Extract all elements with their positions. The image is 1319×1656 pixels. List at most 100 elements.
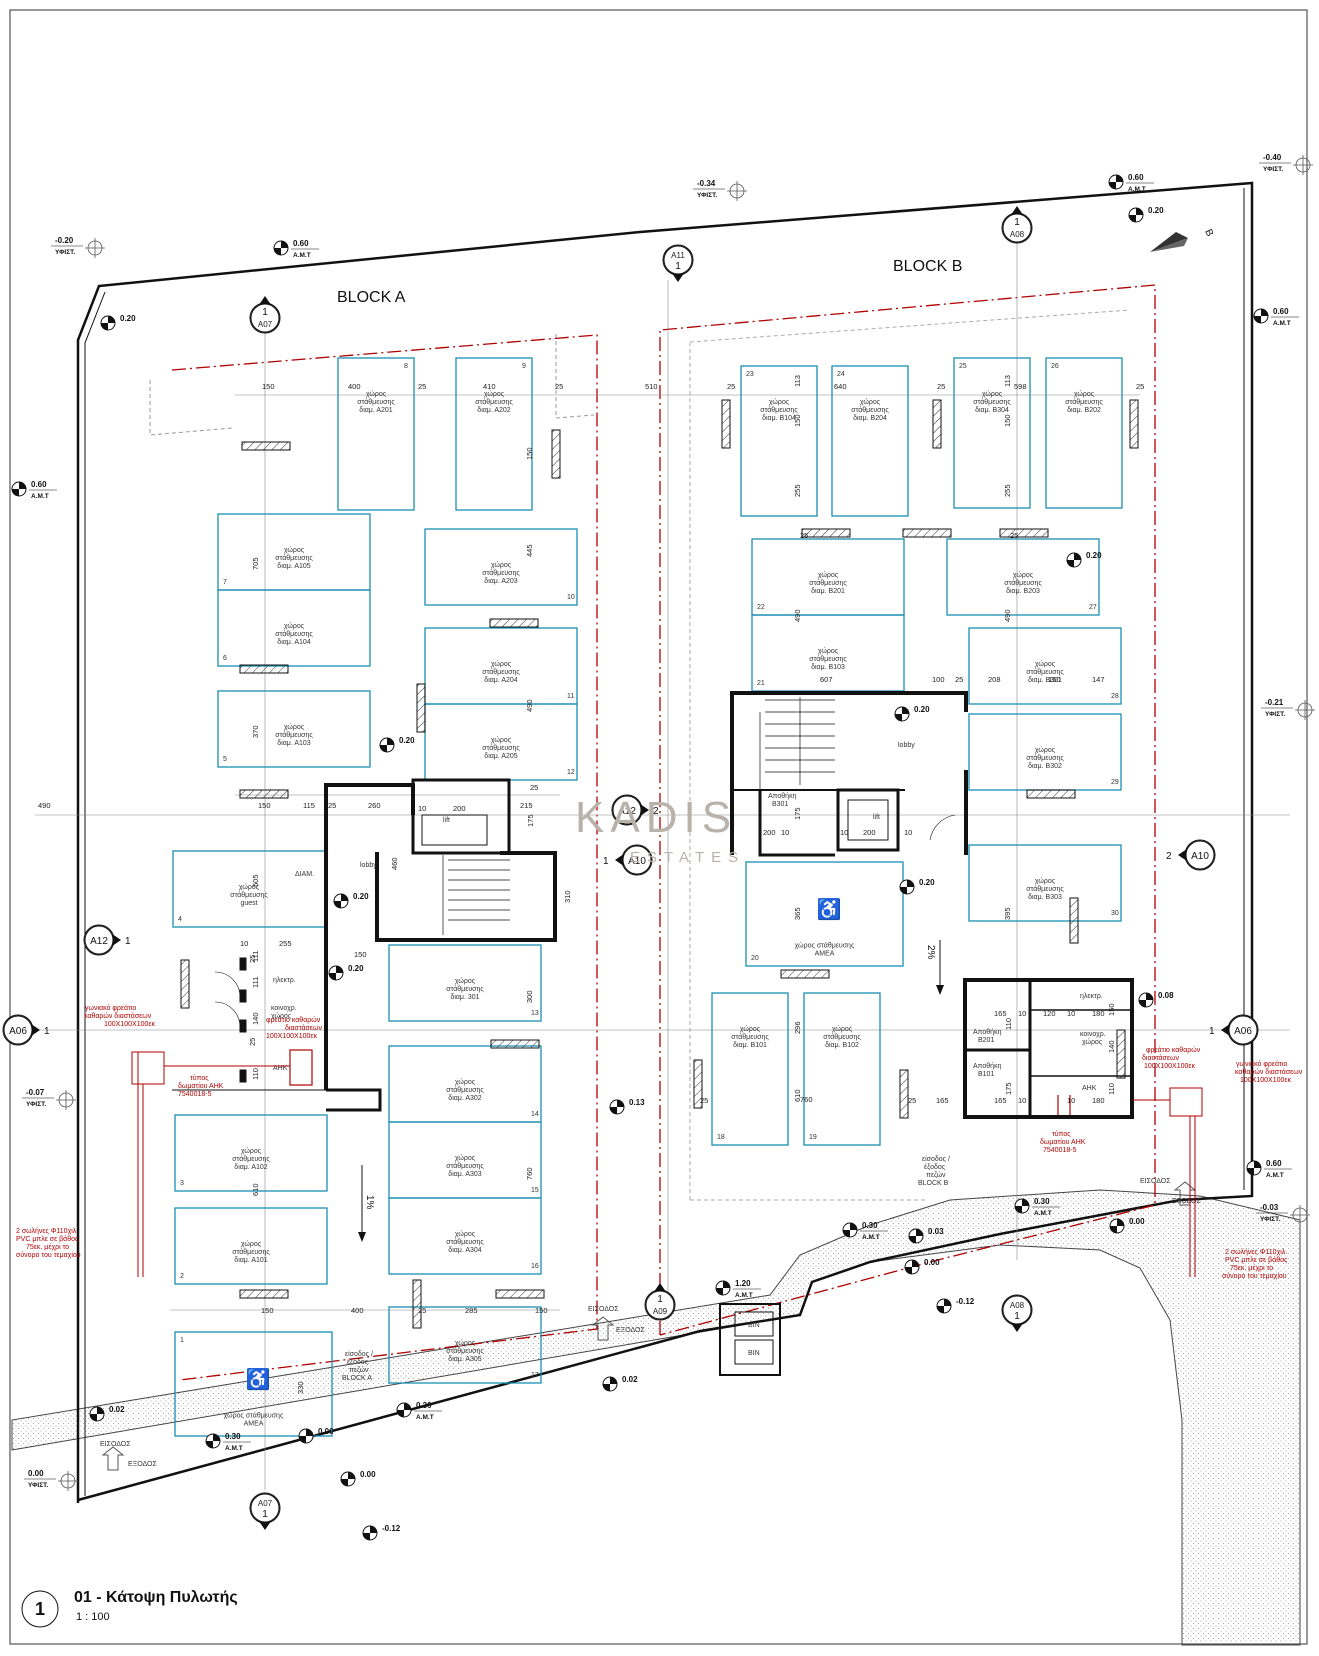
dimension-label: 460 — [390, 857, 399, 870]
dimension-label: 120 — [1043, 1009, 1056, 1018]
dimension-label: 150 — [535, 1306, 548, 1315]
svg-text:1: 1 — [44, 1026, 50, 1037]
svg-text:0.20: 0.20 — [1086, 551, 1102, 560]
svg-text:12: 12 — [567, 769, 575, 776]
dimension-label: 200 — [763, 828, 776, 837]
elec-room-a: ηλεκτρ. — [273, 977, 296, 984]
svg-text:-0.20: -0.20 — [55, 236, 74, 245]
dimension-label: 10 — [781, 828, 789, 837]
dimension-label: 285 — [465, 1306, 478, 1315]
svg-text:ΕΞΟΔΟΣ: ΕΞΟΔΟΣ — [128, 1461, 157, 1468]
section-marker-A06: A06 1 — [2, 1014, 50, 1046]
dimension-label: 175 — [793, 807, 802, 820]
svg-text:A06: A06 — [9, 1026, 27, 1037]
level-marker: 0.20 — [379, 736, 415, 753]
svg-text:18: 18 — [717, 1134, 725, 1141]
sheet-border — [9, 9, 1308, 1645]
dimension-label: 110 — [1107, 1083, 1116, 1095]
svg-text:0.13: 0.13 — [629, 1098, 645, 1107]
dimension-label: 260 — [368, 801, 381, 810]
svg-text:0.03: 0.03 — [928, 1227, 944, 1236]
svg-text:1: 1 — [262, 307, 268, 318]
svg-text:24: 24 — [837, 371, 845, 378]
svg-text:Α.Μ.Τ: Α.Μ.Τ — [862, 1234, 880, 1241]
dimension-label: 598 — [1014, 382, 1027, 391]
dimension-label: 705 — [251, 557, 260, 570]
svg-text:0.30: 0.30 — [862, 1221, 878, 1230]
level-marker: -0.12 — [936, 1297, 975, 1314]
svg-text:ΕΙΣΟΔΟΣ: ΕΙΣΟΔΟΣ — [1140, 1178, 1171, 1185]
dimension-label: 111 — [251, 951, 260, 962]
svg-text:0.02: 0.02 — [109, 1405, 125, 1414]
level-marker: 0.30Α.Μ.Τ — [1014, 1197, 1060, 1217]
svg-text:0.30: 0.30 — [225, 1432, 241, 1441]
svg-text:0.60: 0.60 — [293, 239, 309, 248]
svg-text:0.30: 0.30 — [416, 1401, 432, 1410]
svg-text:-0.07: -0.07 — [26, 1088, 45, 1097]
dimension-label: 255 — [793, 484, 802, 497]
road-pavement — [11, 1189, 1301, 1646]
dimension-label: 490 — [525, 699, 534, 712]
dimension-label: 150 — [525, 447, 534, 460]
dimension-label: 111 — [251, 977, 260, 988]
dimension-label: 150 — [1003, 414, 1012, 427]
svg-text:16: 16 — [531, 1263, 539, 1270]
dimension-label: 370 — [251, 725, 260, 738]
svg-text:0.60: 0.60 — [31, 480, 47, 489]
level-marker: 0.20 — [333, 892, 369, 909]
svg-text:Α.Μ.Τ: Α.Μ.Τ — [1273, 320, 1291, 327]
svg-text:0.00: 0.00 — [28, 1469, 44, 1478]
svg-text:0.00: 0.00 — [318, 1427, 334, 1436]
site-boundary — [76, 181, 1254, 1503]
svg-text:9: 9 — [522, 363, 526, 370]
svg-text:0.20: 0.20 — [120, 314, 136, 323]
level-marker: 0.00 — [1109, 1217, 1145, 1234]
dimension-label: 150 — [1048, 675, 1061, 684]
svg-text:ΥΦΙΣΤ.: ΥΦΙΣΤ. — [1265, 711, 1285, 718]
svg-text:19: 19 — [809, 1134, 817, 1141]
svg-text:ΥΦΙΣΤ.: ΥΦΙΣΤ. — [697, 192, 717, 199]
dimension-label: 25 — [800, 531, 808, 540]
level-marker: 1.20Α.Μ.Τ — [715, 1279, 761, 1299]
level-marker: 0.20 — [100, 314, 136, 331]
svg-text:1.20: 1.20 — [735, 1279, 751, 1288]
dimension-label: 760 — [525, 1167, 534, 1180]
svg-text:1: 1 — [262, 1509, 268, 1520]
dimension-label: 296 — [793, 1021, 802, 1034]
dimension-label: 140 — [1107, 1040, 1116, 1053]
svg-text:0.20: 0.20 — [914, 705, 930, 714]
svg-text:1: 1 — [1014, 1311, 1020, 1322]
dimension-label: 10 — [418, 804, 426, 813]
elec-room-b: ηλεκτρ. — [1080, 993, 1103, 1000]
dimension-label: 150 — [258, 801, 271, 810]
level-marker: 0.20 — [894, 705, 930, 722]
